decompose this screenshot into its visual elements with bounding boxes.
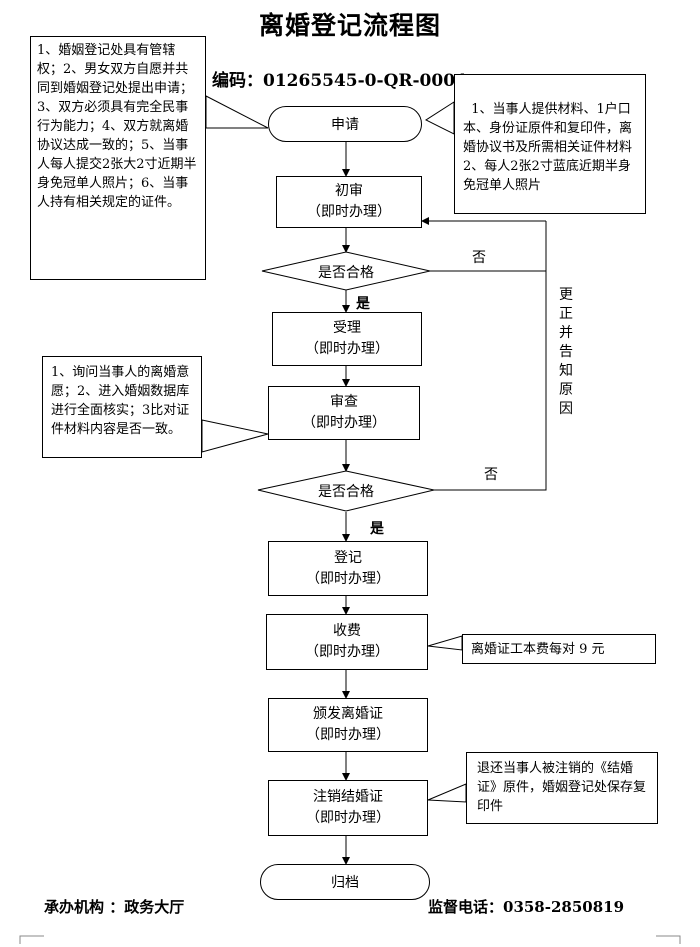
step-initial-review-line1: 初审 (335, 183, 363, 199)
callout-pointer-examine (201, 419, 269, 453)
document-code: 编码：01265545-0-QR-0004 (212, 71, 467, 91)
label-no-1: 否 (472, 250, 486, 266)
step-issue-cert-line1: 颁发离婚证 (313, 706, 383, 722)
step-issue-cert-line2: （即时办理） (306, 727, 390, 743)
label-correct-reason: 更正并告知原因 (559, 287, 573, 417)
step-cancel-cert: 注销结婚证 （即时办理） (268, 780, 428, 836)
step-register-line1: 登记 (334, 549, 362, 566)
label-yes-2: 是 (370, 521, 384, 537)
step-fee-line1: 收费 (333, 623, 361, 639)
step-cancel-cert-line2: （即时办理） (306, 810, 390, 826)
step-accept: 受理 （即时办理） (272, 312, 422, 366)
note-examine-text: 1、询问当事人的离婚意愿；2、进入婚姻数据库进行全面核实；3比对证件材料内容是否… (51, 365, 190, 437)
note-fee-text: 离婚证工本费每对 9 元 (471, 641, 605, 657)
note-materials-text: 1、当事人提供材料、1户口本、身份证原件和复印件，离婚协议书及所需相关证件材料 … (463, 102, 633, 193)
step-apply-label: 申请 (331, 117, 359, 133)
callout-pointer-conditions (205, 95, 269, 129)
note-examine: 1、询问当事人的离婚意愿；2、进入婚姻数据库进行全面核实；3比对证件材料内容是否… (42, 356, 202, 458)
step-examine-line1: 审查 (330, 394, 358, 410)
label-no-2: 否 (484, 467, 498, 483)
step-initial-review: 初审 （即时办理） (276, 176, 422, 228)
step-examine: 审查 （即时办理） (268, 386, 420, 440)
step-issue-cert: 颁发离婚证 （即时办理） (268, 698, 428, 752)
decision-diamond-1 (261, 251, 431, 291)
note-conditions-text: 1、婚姻登记处具有管辖权；2、男女双方自愿并共同到婚姻登记处提出申请；3、双方必… (37, 43, 197, 210)
step-fee: 收费 （即时办理） (266, 614, 428, 670)
decision-1-label: 是否合格 (318, 265, 374, 281)
decision-2-label: 是否合格 (318, 484, 374, 500)
label-yes-1: 是 (356, 296, 370, 312)
note-conditions: 1、婚姻登记处具有管辖权；2、男女双方自愿并共同到婚姻登记处提出申请；3、双方必… (30, 36, 206, 280)
footer-agency: 承办机构 ：政务大厅 (44, 898, 185, 916)
note-cancel-text: 退还当事人被注销的《结婚证》原件，婚姻登记处保存复印件 (477, 761, 647, 814)
step-initial-review-line2: （即时办理） (307, 204, 391, 220)
loop-check2-no (434, 221, 547, 491)
step-accept-line2: （即时办理） (305, 341, 389, 357)
page-title: 离婚登记流程图 (258, 11, 441, 40)
step-apply: 申请 (268, 106, 422, 142)
step-examine-line2: （即时办理） (302, 415, 386, 431)
footer-phone: 监督电话：0358-2850819 (428, 898, 625, 916)
step-archive-label: 归档 (331, 875, 359, 891)
note-materials: 1、当事人提供材料、1户口本、身份证原件和复印件，离婚协议书及所需相关证件材料 … (454, 74, 646, 214)
decision-diamond-2 (257, 470, 435, 512)
step-archive: 归档 (260, 864, 430, 900)
step-accept-line1: 受理 (333, 320, 361, 336)
step-fee-line2: （即时办理） (305, 644, 389, 660)
note-cancel: 退还当事人被注销的《结婚证》原件，婚姻登记处保存复印件 (466, 752, 658, 824)
step-register-line2: （即时办理） (306, 570, 390, 587)
step-register: 登记 （即时办理） (268, 541, 428, 596)
note-fee: 离婚证工本费每对 9 元 (462, 634, 656, 664)
step-cancel-cert-line1: 注销结婚证 (313, 789, 383, 805)
